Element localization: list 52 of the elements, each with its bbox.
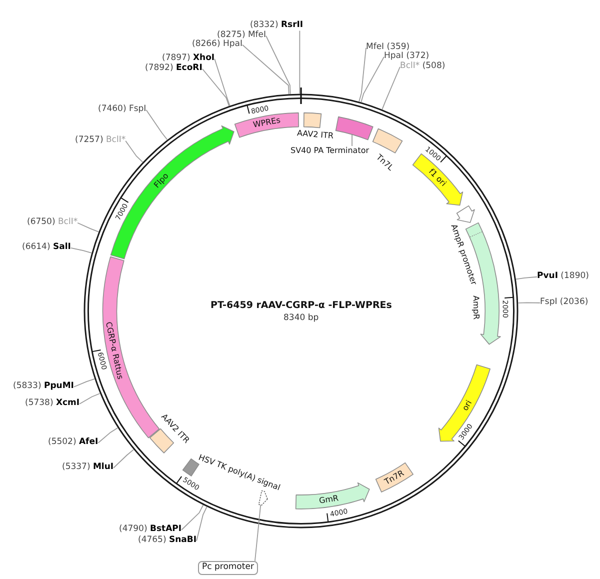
enzyme-site-label: (8275) MfeI <box>217 31 266 41</box>
feature-label: ori <box>460 398 474 412</box>
feature-label: f1 ori <box>426 166 448 188</box>
callout-label: Pc promoter <box>198 561 258 575</box>
leader-line <box>70 247 92 254</box>
enzyme-site-label: (7460) FspI <box>98 105 146 115</box>
leader-line <box>98 427 118 444</box>
leader-line <box>516 276 538 280</box>
leader-line <box>299 30 300 94</box>
leader-line <box>74 378 95 388</box>
enzyme-site-label: (5502) AfeI <box>48 438 98 448</box>
enzyme-site-label: (8266) HpaI <box>192 40 242 50</box>
enzyme-site-label: BclI* (508) <box>400 62 446 72</box>
feature-label: AmpR <box>471 296 481 320</box>
enzyme-site-label: (5337) MluI <box>62 463 114 473</box>
enzyme-site-label: FspI (2036) <box>540 298 588 308</box>
leader-line <box>518 302 540 304</box>
enzyme-site-label: HpaI (372) <box>384 52 430 62</box>
leader-line <box>266 35 291 94</box>
enzyme-site-label: (7257) BclI* <box>75 136 126 146</box>
leader-line <box>254 504 262 562</box>
leader-line <box>146 109 168 140</box>
leader-line <box>358 47 366 102</box>
enzyme-site-label: (5738) XcmI <box>25 399 80 409</box>
feature-label: Tn7R <box>382 468 406 487</box>
leader-line <box>77 222 99 232</box>
feature-label: GmR <box>318 494 340 506</box>
leader-line <box>382 66 400 110</box>
enzyme-site-label: (6614) SalI <box>22 243 71 253</box>
leader-line <box>113 449 134 468</box>
leader-line <box>214 58 230 106</box>
enzyme-site-label: PvuI (1890) <box>537 272 589 282</box>
feature-label: AAV2 ITR <box>296 128 334 140</box>
leader-line <box>125 140 144 162</box>
leader-line <box>202 68 230 106</box>
leader-line <box>181 504 204 530</box>
leader-line <box>79 393 100 404</box>
enzyme-site-label: (7897) XhoI <box>162 54 215 64</box>
enzyme-site-label: (8332) RsrII <box>250 21 304 31</box>
enzyme-site-label: (7892) EcoRI <box>145 64 202 74</box>
enzyme-site-label: (5833) PpuMI <box>13 382 74 392</box>
leader-line <box>360 56 384 103</box>
feature-label: SV40 PA Terminator <box>290 146 370 156</box>
plasmid-size: 8340 bp <box>284 314 319 324</box>
enzyme-site-label: (4765) SnaBI <box>138 536 197 546</box>
leader-line <box>242 44 290 94</box>
feature-label: WPREs <box>252 116 282 130</box>
plasmid-name: PT-6459 rAAV-CGRP-α -FLP-WPREs <box>210 300 392 312</box>
enzyme-site-label: (4790) BstAPI <box>119 525 182 535</box>
enzyme-site-label: (6750) BclI* <box>27 218 78 228</box>
leader-line <box>196 506 208 542</box>
enzyme-site-label: MfeI (359) <box>366 43 410 53</box>
